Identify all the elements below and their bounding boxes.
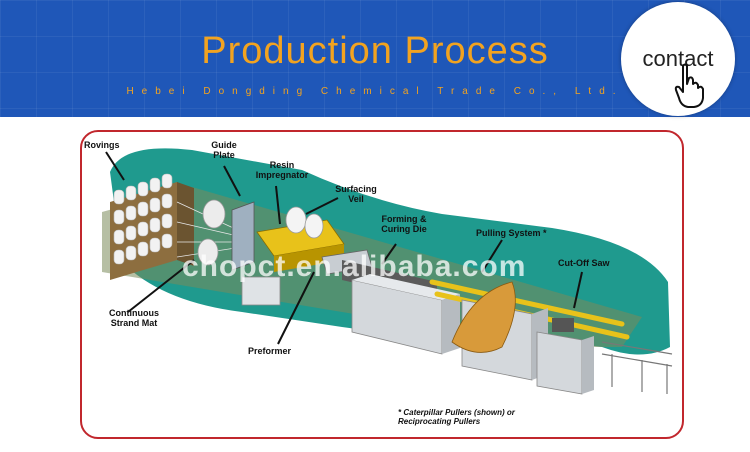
label-resin-impregnator: Resin Impregnator [255, 160, 309, 180]
contact-button-label: contact [642, 46, 714, 71]
surfacing-veil-rolls [285, 206, 324, 239]
label-surfacing-veil: Surfacing Veil [335, 184, 377, 204]
label-guide-plate: Guide Plate [211, 140, 237, 160]
pultrusion-diagram [102, 148, 673, 395]
page-title: Production Process [201, 30, 549, 72]
strand-mat-rolls [197, 199, 226, 266]
pointing-hand-icon [674, 63, 704, 108]
label-cut-off-saw: Cut-Off Saw [558, 258, 610, 268]
guide-plate [231, 201, 255, 271]
diagram-footnote: * Caterpillar Pullers (shown) or Recipro… [398, 408, 515, 426]
label-forming-curing-die: Forming & Curing Die [381, 214, 427, 234]
conveyor-table [601, 341, 673, 394]
company-name: Hebei Dongding Chemical Trade Co., Ltd. [126, 86, 624, 97]
cut-off-saw [536, 318, 594, 395]
process-diagram-frame: Rovings Guide Plate Resin Impregnator Su… [80, 130, 684, 439]
label-preformer: Preformer [248, 346, 292, 356]
label-leader-lines [105, 151, 583, 345]
label-pulling-system: Pulling System * [476, 228, 547, 238]
watermark: chopct.en.alibaba.com [182, 250, 527, 283]
forming-curing-die [342, 260, 460, 355]
contact-button[interactable]: contact [621, 2, 735, 116]
label-rovings: Rovings [84, 140, 120, 150]
label-continuous-strand-mat: Continuous Strand Mat [109, 308, 159, 328]
